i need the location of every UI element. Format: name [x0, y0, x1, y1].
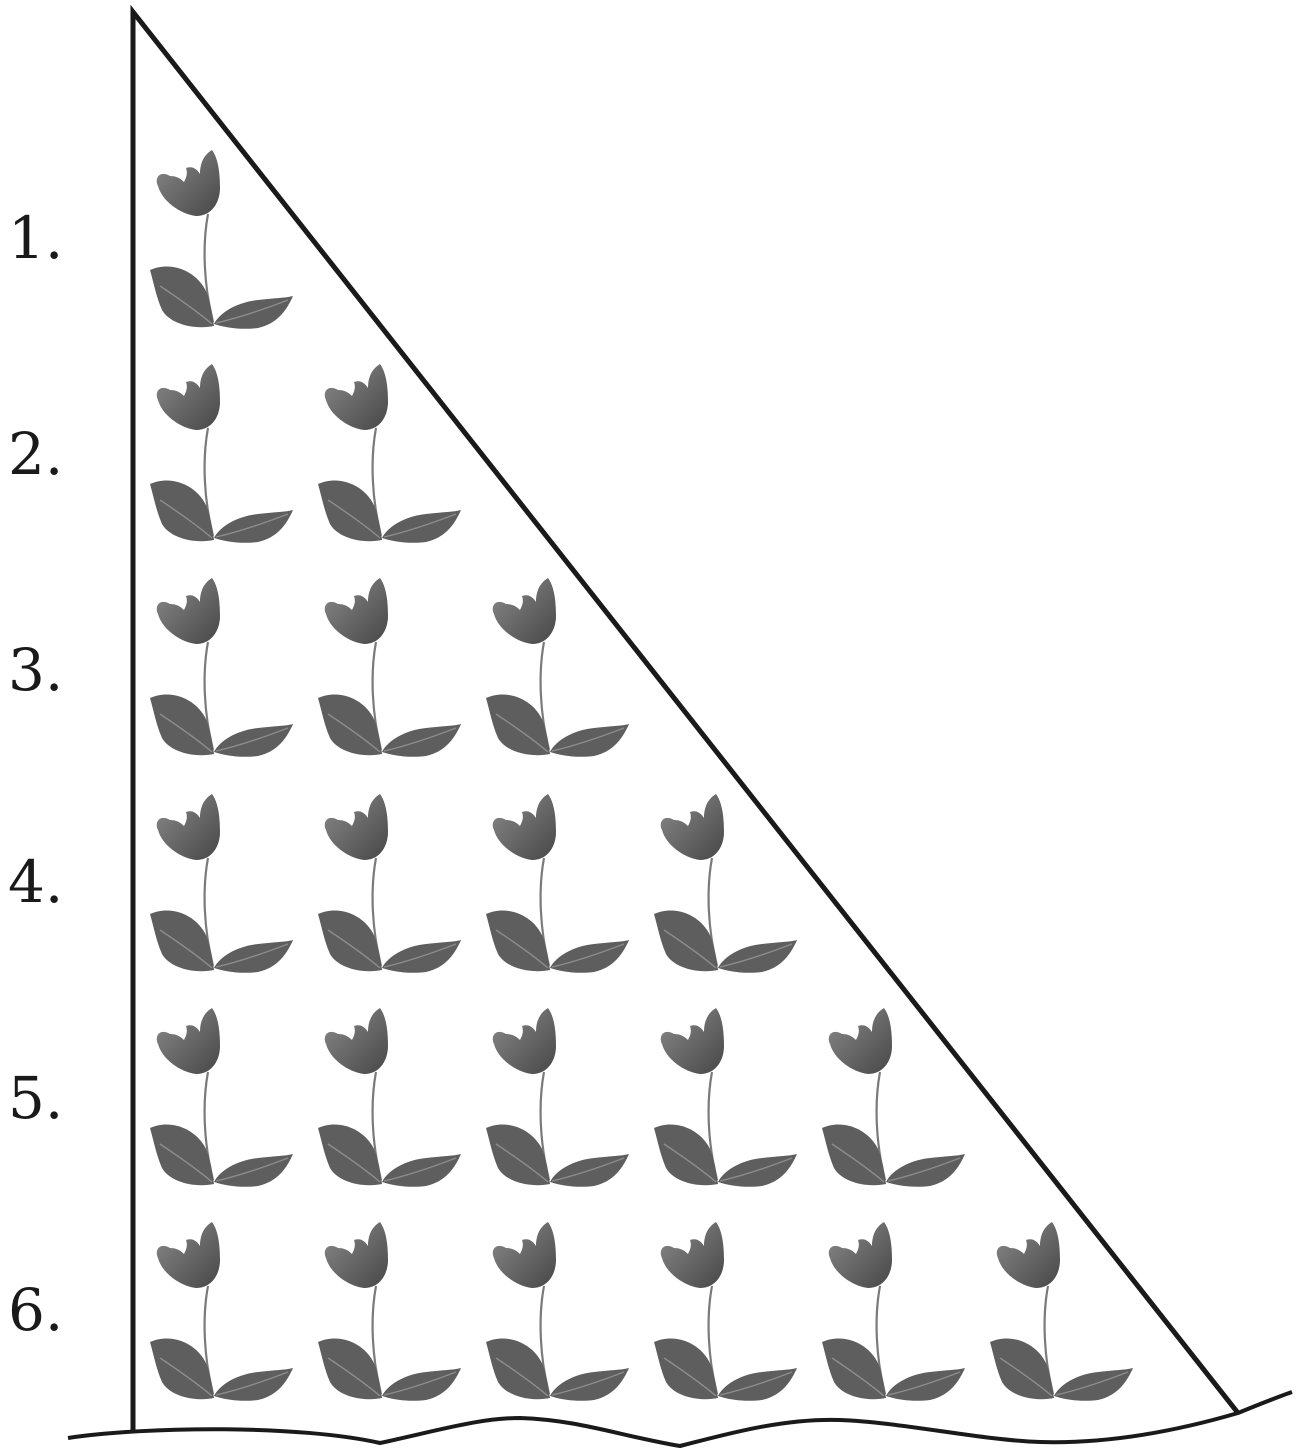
tulip-flower-icon	[822, 1008, 965, 1187]
row-label-6: 6.	[8, 1276, 63, 1344]
row-label-5: 5.	[8, 1064, 63, 1132]
flower-row-3	[150, 578, 629, 757]
tulip-flower-icon	[150, 578, 293, 757]
tulip-flower-icon	[654, 1008, 797, 1187]
tulip-flower-icon	[654, 794, 797, 973]
triangle-outline	[133, 12, 1238, 1430]
tulip-flower-icon	[150, 150, 293, 329]
tulip-flower-icon	[654, 1222, 797, 1401]
flower-row-2	[150, 364, 461, 543]
tulip-flower-icon	[486, 1222, 629, 1401]
tulip-flower-icon	[318, 794, 461, 973]
tulip-flower-icon	[822, 1222, 965, 1401]
tulip-flower-icon	[486, 794, 629, 973]
flower-row-6	[150, 1222, 1133, 1401]
flower-grid	[150, 150, 1133, 1401]
row-labels: 1. 2. 3. 4. 5. 6.	[8, 204, 63, 1344]
tulip-flower-icon	[318, 364, 461, 543]
tulip-flower-icon	[318, 1222, 461, 1401]
flower-row-1	[150, 150, 293, 329]
row-label-3: 3.	[8, 636, 63, 704]
tulip-flower-icon	[318, 578, 461, 757]
tulip-flower-icon	[486, 578, 629, 757]
tulip-flower-icon	[150, 1222, 293, 1401]
tulip-flower-icon	[486, 1008, 629, 1187]
flower-row-5	[150, 1008, 965, 1187]
tulip-flower-icon	[150, 794, 293, 973]
tulip-flower-icon	[150, 364, 293, 543]
row-label-2: 2.	[8, 420, 63, 488]
flower-row-4	[150, 794, 797, 973]
tulip-flower-icon	[150, 1008, 293, 1187]
row-label-4: 4.	[8, 848, 63, 916]
row-label-1: 1.	[8, 204, 63, 272]
tulip-flower-icon	[318, 1008, 461, 1187]
